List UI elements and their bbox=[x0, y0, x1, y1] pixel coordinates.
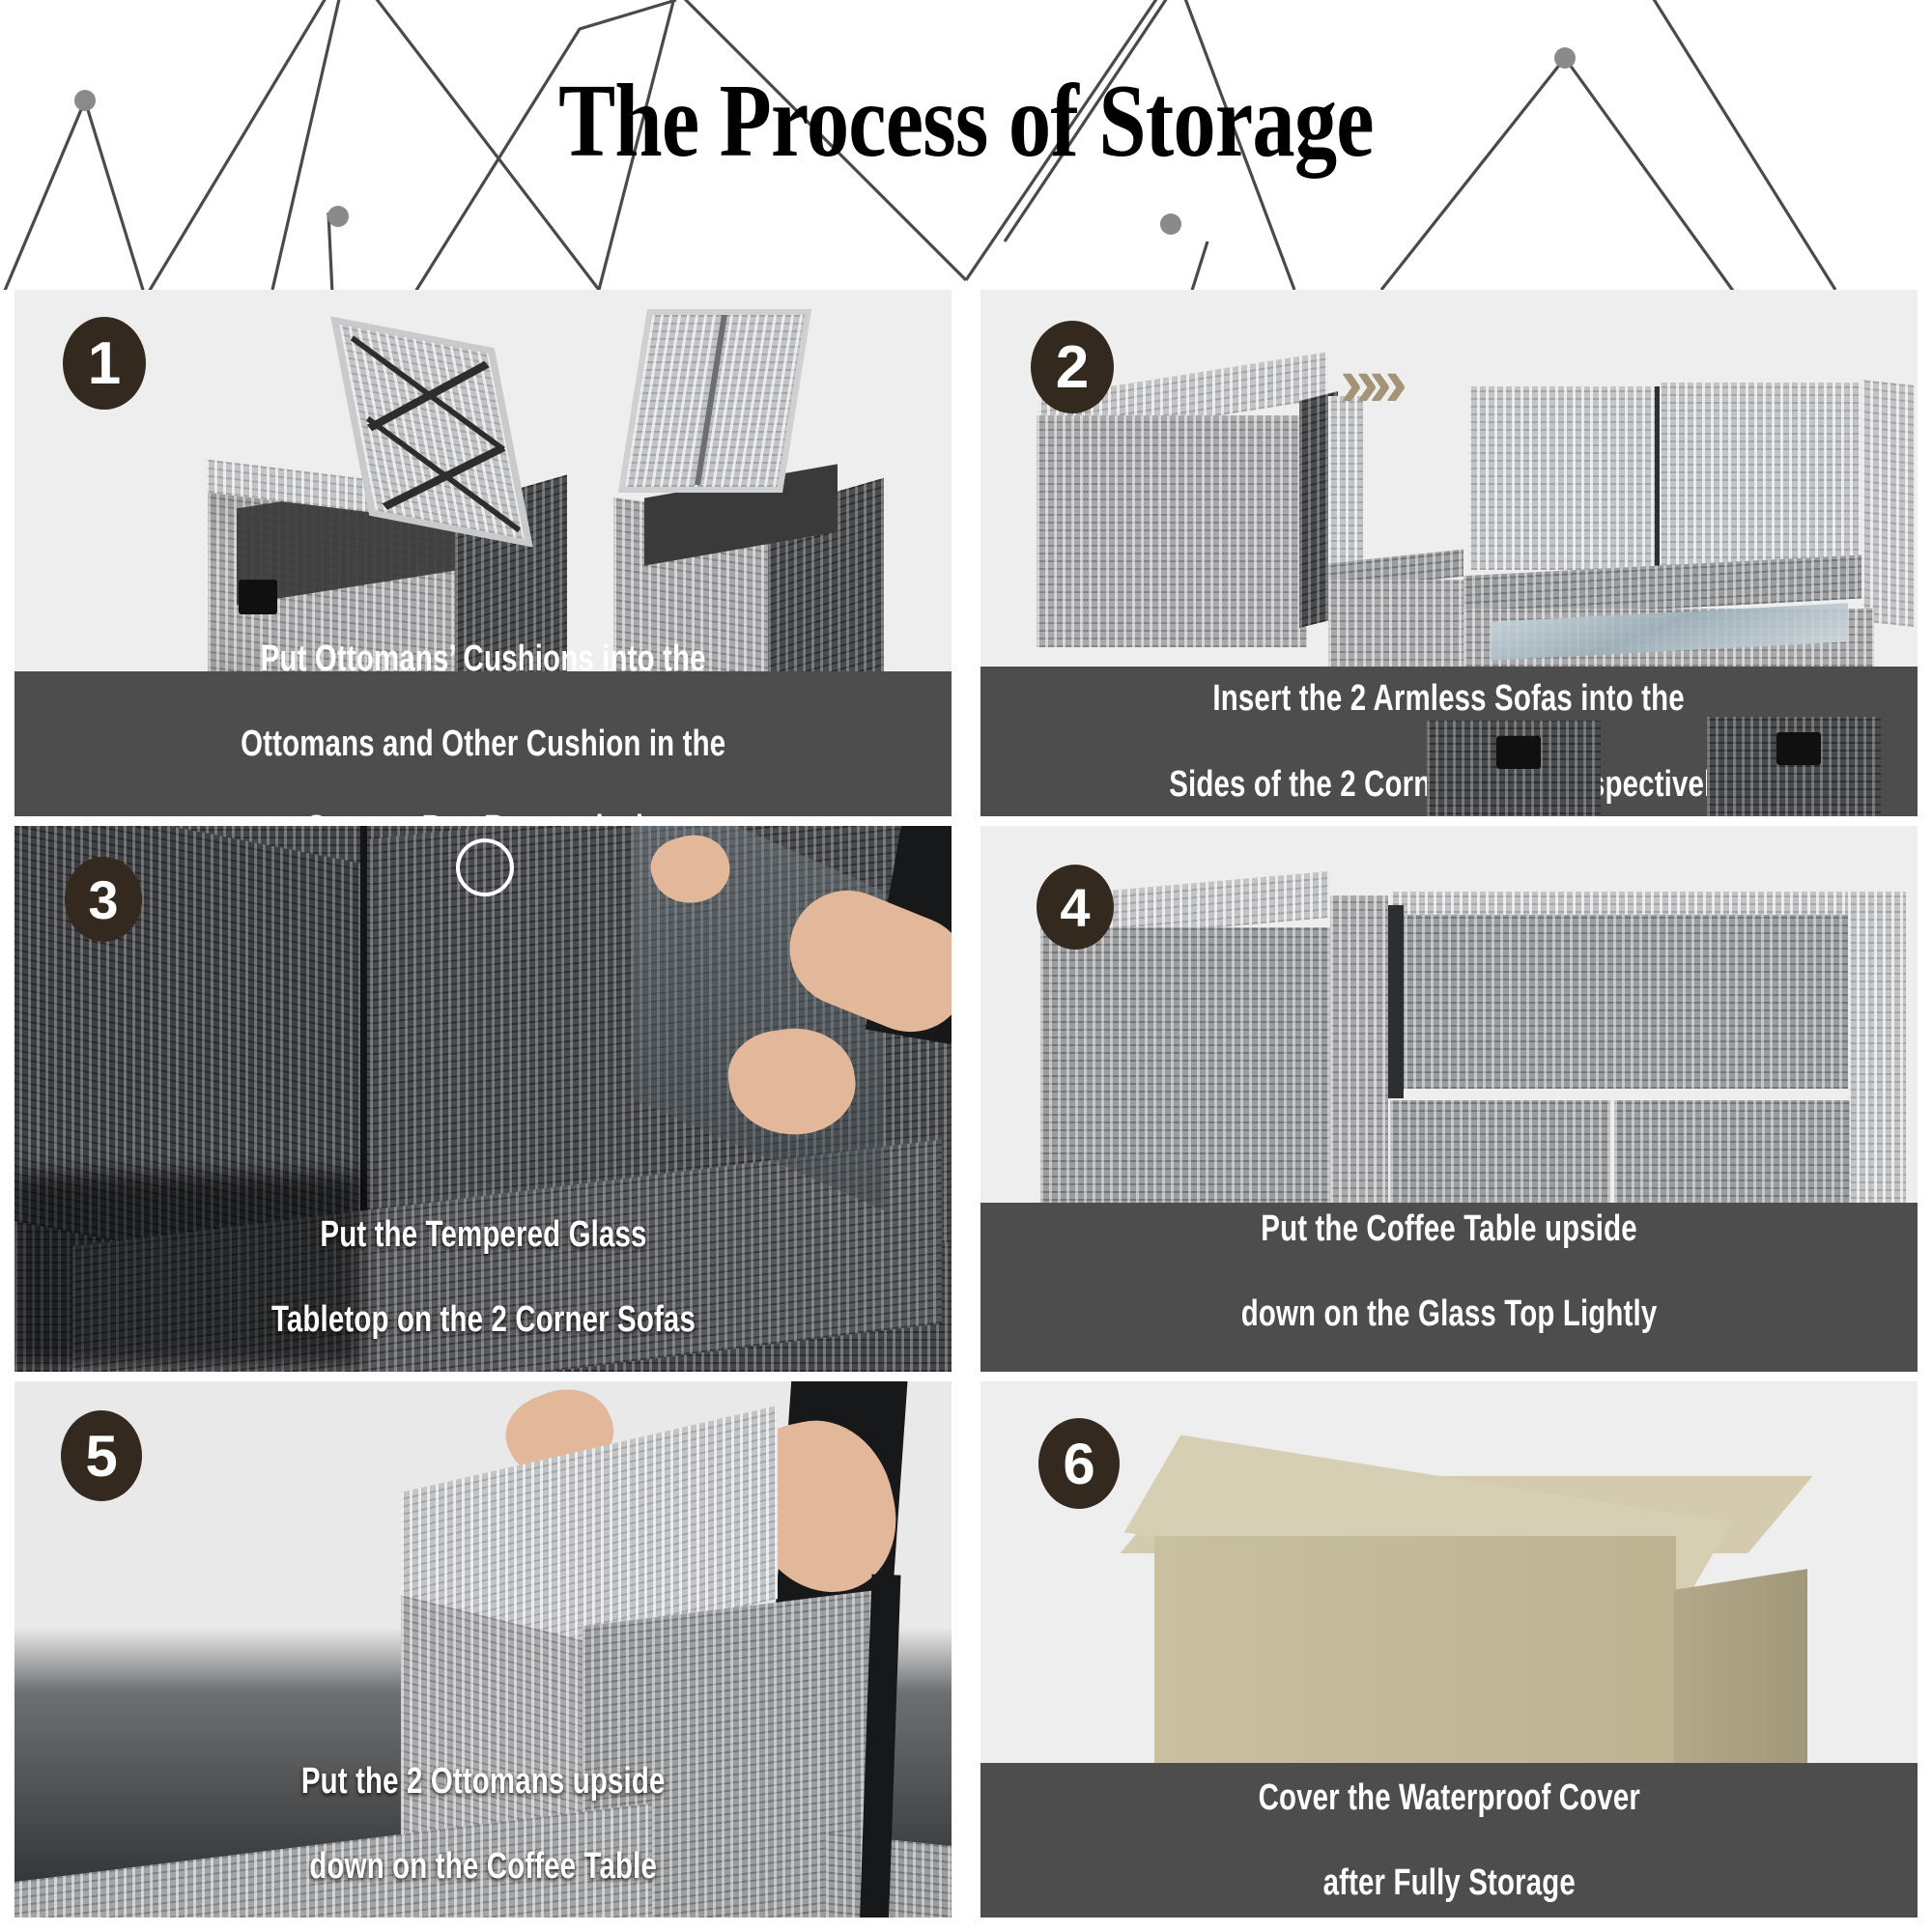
step-number-badge-2: 2 bbox=[1031, 321, 1114, 413]
ottoman-left-handle-2 bbox=[1496, 736, 1541, 769]
step-number-badge-6: 6 bbox=[1038, 1418, 1120, 1509]
step-caption-4-line-2: down on the Glass Top Lightly bbox=[1240, 1293, 1658, 1334]
step-panel-5: 5 Put the 2 Ottomans upside down on the … bbox=[14, 1381, 952, 1918]
sofa-seam-3 bbox=[360, 826, 367, 1232]
page-title: The Process of Storage bbox=[558, 64, 1374, 179]
ottoman-right-handle-2 bbox=[1776, 732, 1821, 765]
step-2-illustration: »» bbox=[980, 290, 1918, 816]
step-caption-5: Put the 2 Ottomans upside down on the Co… bbox=[14, 1739, 952, 1918]
step-panel-4: 4 Put the Coffee Table upside down on th… bbox=[980, 826, 1918, 1372]
circle-highlight-icon bbox=[456, 838, 514, 896]
glass-shadow-3 bbox=[14, 1174, 362, 1367]
step-caption-5-line-2: down on the Coffee Table bbox=[309, 1846, 657, 1888]
step-number-badge-4: 4 bbox=[1037, 865, 1114, 950]
storage-box-left-handle bbox=[239, 580, 277, 614]
step-panel-1: 1 Put Ottomans’ Cushions into the Ottoma… bbox=[14, 290, 952, 816]
step-caption-1-line-3: Storage Box Respectively bbox=[241, 808, 725, 816]
page-header: The Process of Storage bbox=[0, 0, 1932, 290]
sofa-backrest-panel-4 bbox=[1396, 915, 1860, 1089]
step-number-badge-5: 5 bbox=[61, 1410, 142, 1501]
sofa-backrest-gap-4 bbox=[1388, 905, 1404, 1098]
storage-box-right-lid bbox=[617, 309, 812, 493]
step-caption-3-line-1: Put the Tempered Glass bbox=[319, 1214, 647, 1255]
insert-direction-arrow-icon: »» bbox=[1340, 344, 1407, 421]
step-caption-6-line-2: after Fully Storage bbox=[1322, 1862, 1576, 1904]
step-caption-4: Put the Coffee Table upside down on the … bbox=[980, 1203, 1918, 1372]
armless-sofa-back-2 bbox=[1328, 396, 1363, 565]
step-caption-1-line-1: Put Ottomans’ Cushions into the bbox=[260, 638, 706, 679]
corner-sofa-seam-2 bbox=[1655, 386, 1660, 568]
step-3-overlay-shapes bbox=[14, 826, 952, 1372]
corner-sofa-backrest-right-2 bbox=[1659, 383, 1861, 566]
corner-sofa-backrest-left-2 bbox=[1468, 386, 1657, 570]
corner-sofa-armrest-2 bbox=[1861, 380, 1914, 627]
step-panel-2: »» 2 Insert the 2 Armless Sofas into the… bbox=[980, 290, 1918, 816]
step-caption-6-line-1: Cover the Waterproof Cover bbox=[1258, 1776, 1640, 1818]
step-caption-5-line-1: Put the 2 Ottomans upside bbox=[300, 1761, 666, 1802]
step-caption-2-line-1: Insert the 2 Armless Sofas into the bbox=[1212, 678, 1686, 720]
step-caption-1-line-2: Ottomans and Other Cushion in the bbox=[240, 723, 726, 764]
step-panel-3: 3 Put the Tempered Glass Tabletop on the… bbox=[14, 826, 952, 1372]
step-caption-1: Put Ottomans’ Cushions into the Ottomans… bbox=[14, 639, 952, 816]
step-panel-6: 6 Cover the Waterproof Cover after Fully… bbox=[980, 1381, 1918, 1918]
step-1-illustration bbox=[14, 290, 952, 816]
step-number-badge-1: 1 bbox=[63, 317, 146, 410]
step-caption-6: Cover the Waterproof Cover after Fully S… bbox=[980, 1763, 1918, 1918]
lid-x-brace-icon bbox=[350, 335, 522, 533]
storage-box-front-2 bbox=[1037, 415, 1307, 647]
step-caption-3: Put the Tempered Glass Tabletop on the 2… bbox=[14, 1188, 952, 1372]
step-caption-4-line-1: Put the Coffee Table upside bbox=[1261, 1208, 1637, 1249]
step-number-badge-3: 3 bbox=[65, 857, 142, 942]
steps-grid: 1 Put Ottomans’ Cushions into the Ottoma… bbox=[14, 290, 1918, 1918]
step-caption-3-line-2: Tabletop on the 2 Corner Sofas bbox=[270, 1299, 696, 1341]
